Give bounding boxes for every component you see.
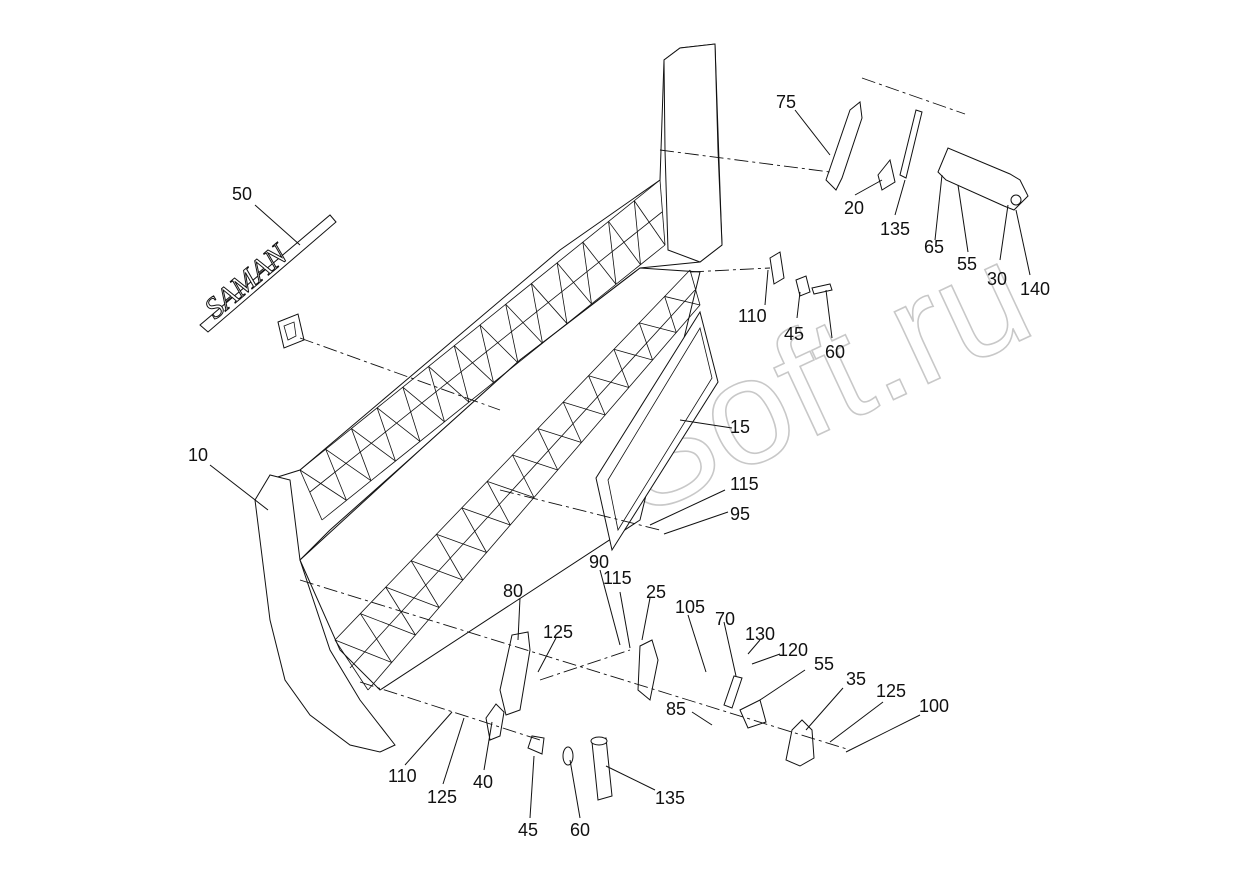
label-110-upper: 110 (738, 306, 767, 326)
grille-hatching (299, 179, 701, 691)
label-100: 100 (919, 696, 949, 716)
cylinder-part-135-lower (590, 736, 613, 801)
label-45-lower: 45 (518, 820, 538, 840)
label-15: 15 (730, 417, 750, 437)
bumper-body-part-10 (254, 43, 723, 753)
strut-part-135-upper (899, 109, 923, 179)
label-25: 25 (646, 582, 666, 602)
label-105: 105 (675, 597, 705, 617)
badge-part (277, 313, 305, 349)
label-55-upper: 55 (957, 254, 977, 274)
strut-part-70 (723, 675, 743, 709)
label-30: 30 (987, 269, 1007, 289)
label-125-upper: 125 (543, 622, 573, 642)
label-80: 80 (503, 581, 523, 601)
bracket-part-35 (785, 719, 815, 767)
bracket-part-75 (825, 101, 863, 191)
leader-lines (209, 109, 1031, 819)
label-70: 70 (715, 609, 735, 629)
label-115-center: 115 (603, 568, 632, 588)
cover-plate-part-15 (595, 310, 719, 552)
label-110-lower: 110 (388, 766, 417, 786)
label-75: 75 (776, 92, 796, 112)
label-60-upper: 60 (825, 342, 845, 362)
label-95: 95 (730, 504, 750, 524)
emblem-lettering-part-50: SAMAN (198, 214, 337, 333)
label-10: 10 (188, 445, 208, 465)
label-140: 140 (1020, 279, 1050, 299)
label-65: 65 (924, 237, 944, 257)
label-125-right: 125 (876, 681, 906, 701)
label-135-lower: 135 (655, 788, 685, 808)
label-120: 120 (778, 640, 808, 660)
tube-part-55-lower (739, 699, 767, 729)
label-125-lower: 125 (427, 787, 457, 807)
label-50: 50 (232, 184, 252, 204)
label-130: 130 (745, 624, 775, 644)
label-115-right: 115 (730, 474, 759, 494)
label-60-lower: 60 (570, 820, 590, 840)
label-45-upper: 45 (784, 324, 804, 344)
latch-part-40 (485, 703, 505, 741)
clip-part-45-lower (527, 735, 545, 755)
label-135-upper: 135 (880, 219, 910, 239)
bracket-part-80 (499, 631, 531, 716)
label-85: 85 (666, 699, 686, 719)
washer-part-60-lower (562, 746, 574, 766)
hinge-part-25 (637, 639, 659, 701)
mount-arm-part-65 (937, 147, 1029, 211)
label-35: 35 (846, 669, 866, 689)
part-labels: 50 75 20 135 65 55 30 140 110 45 60 15 1… (188, 92, 1050, 840)
assembly-lines (299, 77, 966, 751)
label-20: 20 (844, 198, 864, 218)
label-55-lower: 55 (814, 654, 834, 674)
bracket-part-20 (877, 158, 896, 191)
emblem-text: SAMAN (198, 237, 295, 326)
label-40: 40 (473, 772, 493, 792)
latch-assembly-upper (769, 251, 833, 297)
label-90: 90 (589, 552, 609, 572)
